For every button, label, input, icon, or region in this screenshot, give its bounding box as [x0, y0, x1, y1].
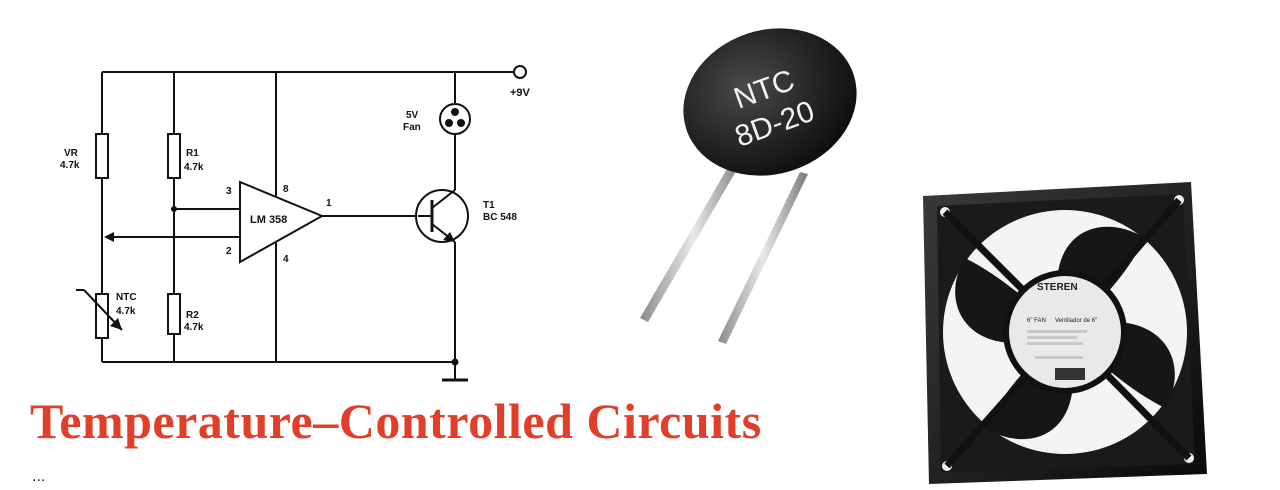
- pin-3: 3: [226, 186, 232, 197]
- fan-label-1: 5V: [406, 110, 419, 121]
- vr-resistor: [95, 133, 109, 179]
- r1-name: R1: [186, 148, 199, 159]
- r2-value: 4.7k: [184, 322, 204, 333]
- opamp-label: LM 358: [250, 214, 287, 226]
- transistor-part: BC 548: [483, 212, 517, 223]
- thermistor-lead-right: [718, 172, 808, 344]
- r2-resistor: [167, 293, 181, 335]
- opamp-symbol: [239, 180, 325, 264]
- ntc-name: NTC: [116, 292, 137, 303]
- wiper-arrow: [104, 232, 114, 242]
- thermistor-lead-left: [640, 150, 746, 322]
- fan-brand: STEREN: [1037, 282, 1078, 293]
- transistor-name: T1: [483, 200, 495, 211]
- vr-value: 4.7k: [60, 160, 80, 171]
- r1-resistor: [167, 133, 181, 179]
- fan-model: 6" FAN: [1027, 318, 1046, 324]
- ellipsis: ...: [32, 468, 46, 485]
- fan-label-2: Fan: [403, 122, 421, 133]
- pin-2: 2: [226, 246, 232, 257]
- ntc-resistor: [95, 293, 109, 339]
- r1-value: 4.7k: [184, 162, 204, 173]
- r2-name: R2: [186, 310, 199, 321]
- vr-name: VR: [64, 148, 79, 159]
- fan-barcode: [1055, 368, 1085, 380]
- pin-4: 4: [283, 254, 289, 265]
- circuit-schematic: +9V 5V Fan VR 4.7k R1 4.7k R2 4.7k NTC 4…: [60, 65, 531, 382]
- ntc-thermistor-photo: NTC 8D-20: [640, 28, 857, 344]
- fan-model-es: Ventilador de 6": [1055, 318, 1097, 324]
- supply-terminal: [513, 65, 527, 79]
- ntc-value: 4.7k: [116, 306, 136, 317]
- pin-8: 8: [283, 184, 289, 195]
- page-title: Temperature–Controlled Circuits: [30, 393, 762, 449]
- thermistor-disc: [683, 28, 857, 176]
- transistor-symbol: [415, 189, 469, 243]
- pin-1: 1: [326, 198, 332, 209]
- cooling-fan-photo: STEREN 6" FAN Ventilador de 6": [923, 182, 1207, 484]
- supply-label: +9V: [510, 87, 531, 99]
